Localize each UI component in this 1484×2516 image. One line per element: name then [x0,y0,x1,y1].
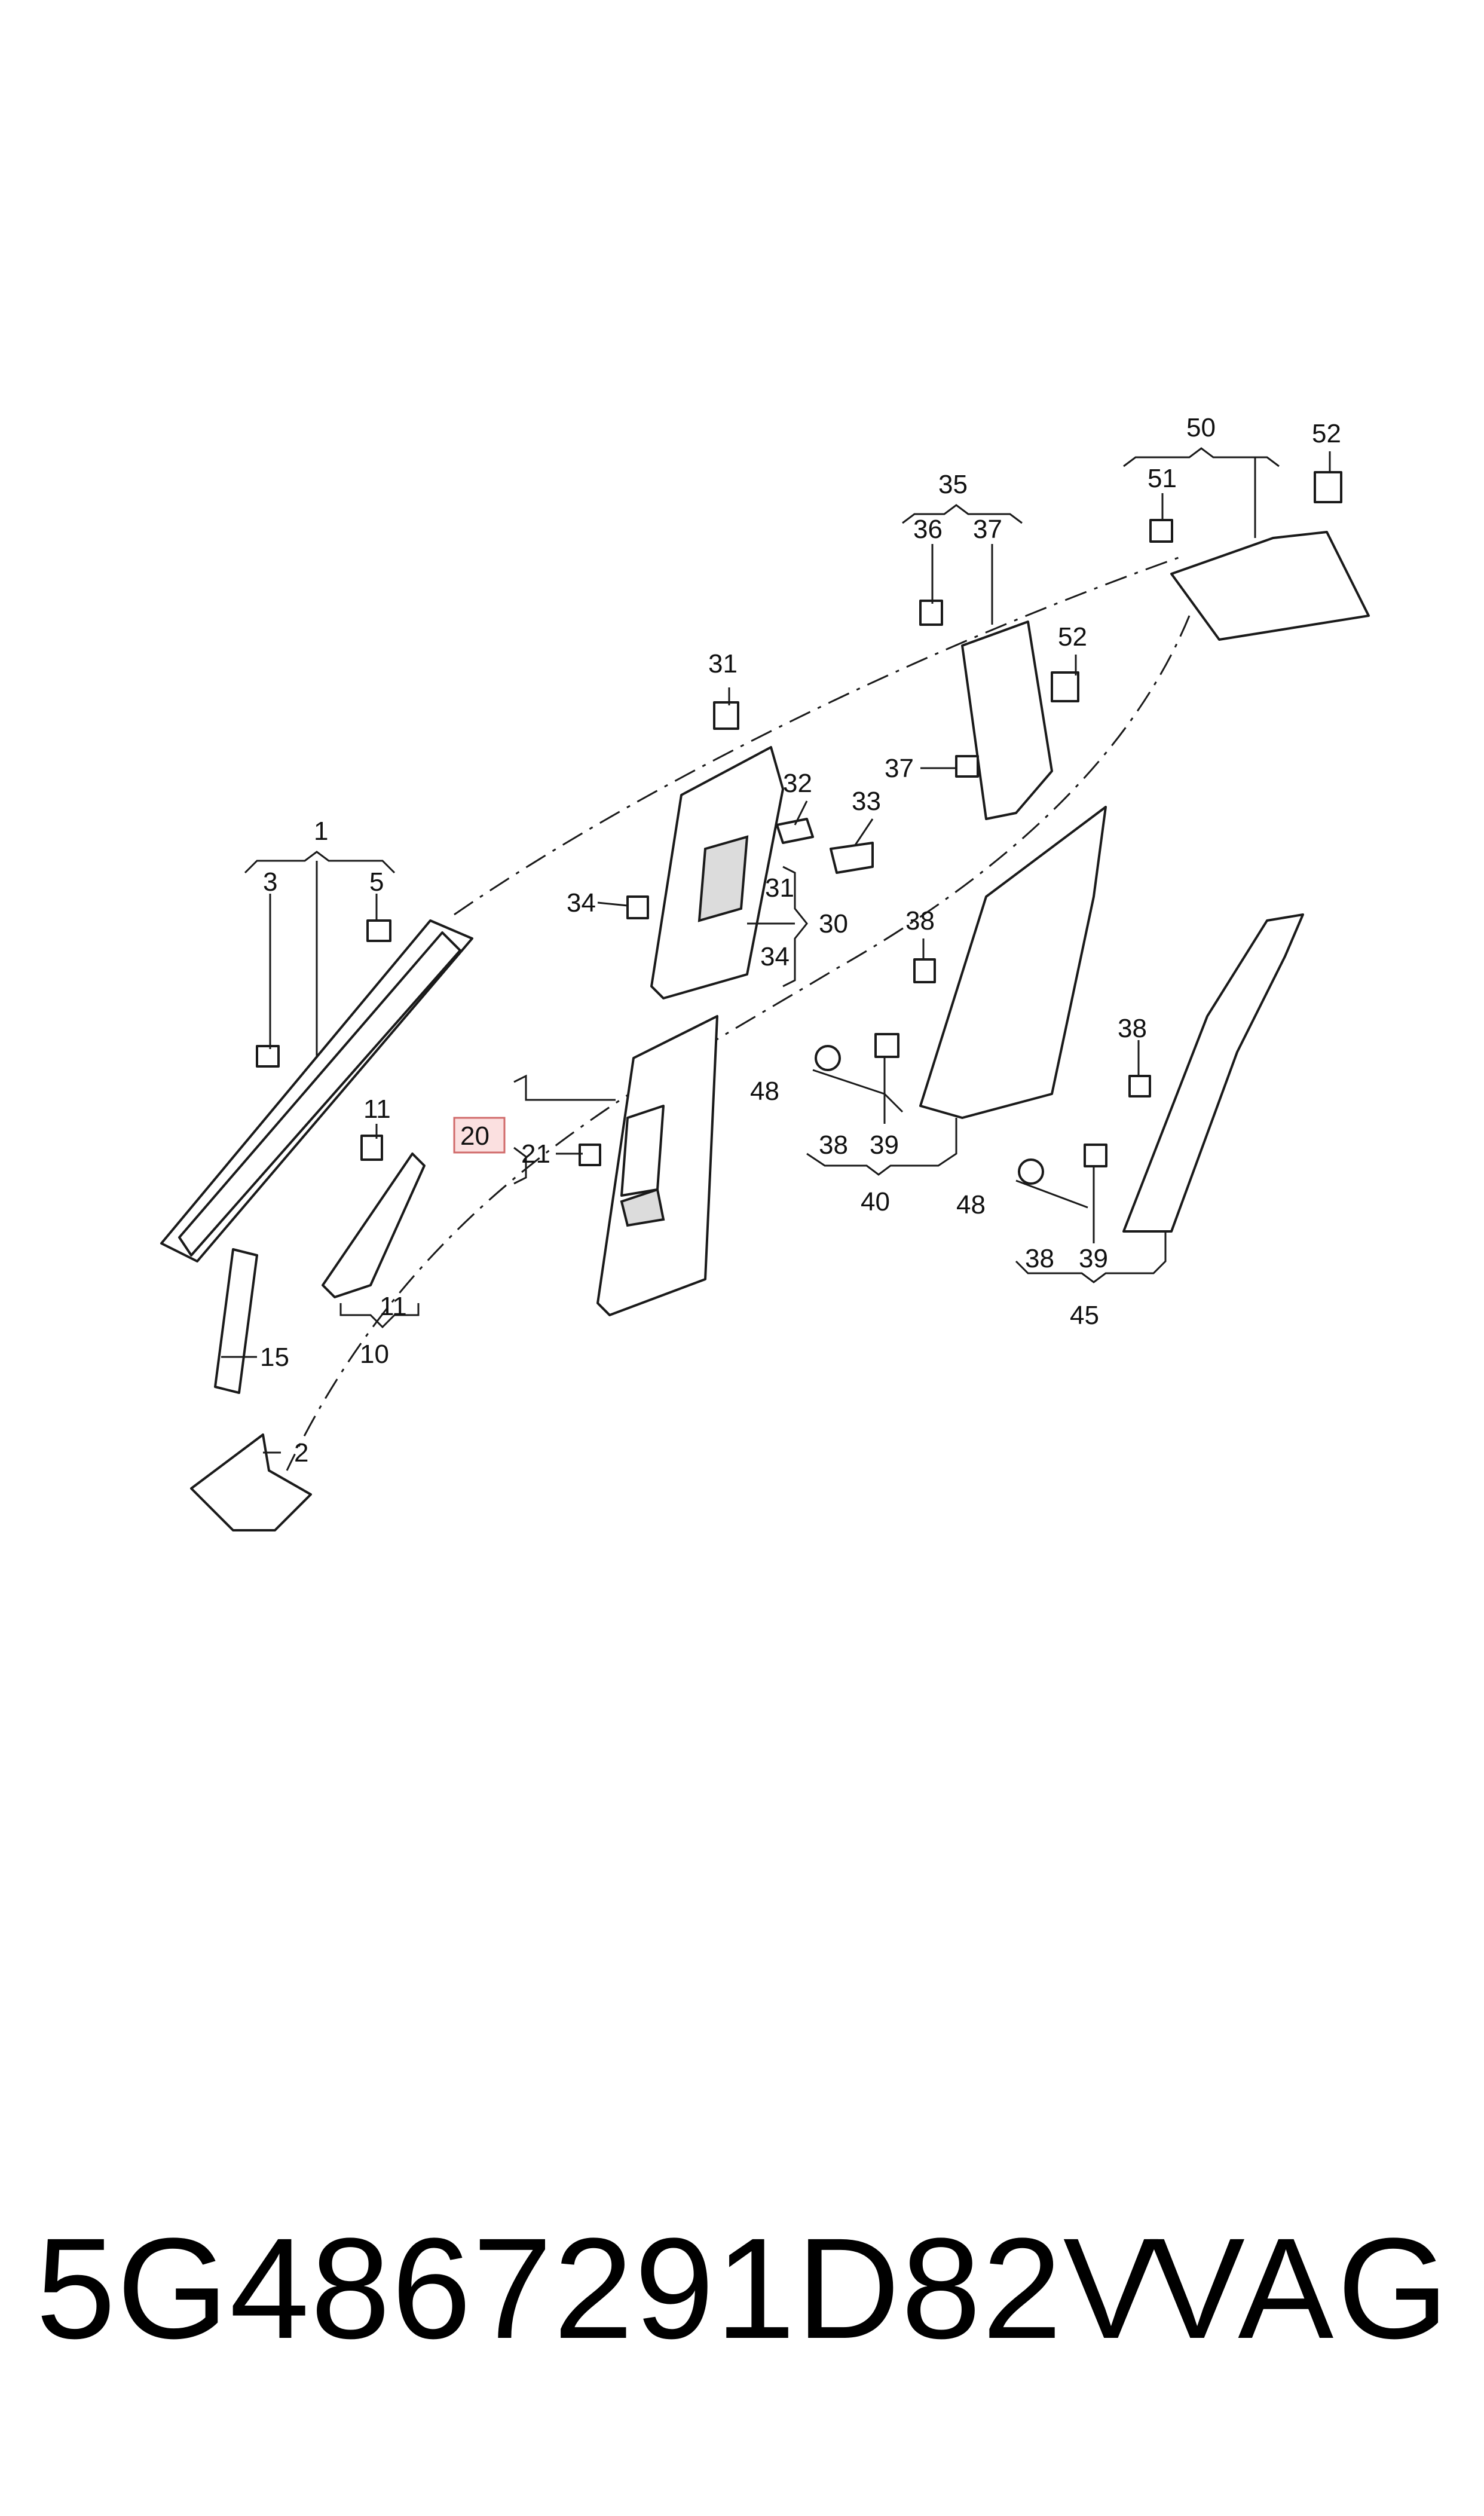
callout-40: 40 [861,1187,890,1216]
callout-35: 35 [938,470,968,499]
callout-37b: 37 [885,754,914,783]
callout-32: 32 [783,769,812,798]
brand-label: VAG [1149,2208,1452,2368]
callout-11b: 11 [380,1292,407,1321]
clip-5 [366,919,391,942]
callout-48b: 48 [956,1190,986,1219]
c-pillar-lower-trim-40 [919,806,1107,1119]
callout-38d: 38 [1025,1244,1054,1273]
clip-51 [1149,519,1173,543]
clip-39b [1084,1144,1107,1167]
leader-lines [221,447,1331,1454]
callout-20: 20 [460,1121,489,1151]
clip-11 [360,1135,383,1161]
callout-48a: 48 [750,1077,779,1106]
callout-51: 51 [1148,464,1177,493]
clip-52b [1051,671,1079,702]
rear-trim-50 [1170,531,1370,641]
callout-50: 50 [1186,413,1216,442]
sill-trim-2 [190,1433,312,1531]
footer: 5G4867291D82V VAG [36,2206,1452,2368]
callout-36: 36 [913,515,943,544]
housing-10 [322,1152,426,1298]
callout-31a: 31 [708,649,738,678]
b-pillar-lower-trim-20 [596,1015,718,1316]
callout-45: 45 [1070,1301,1099,1330]
grommet-48b [1018,1158,1044,1185]
callout-37a: 37 [973,515,1002,544]
callout-2: 2 [294,1438,308,1468]
callout-34b: 34 [760,942,790,971]
callout-5: 5 [369,867,384,897]
clip-31 [713,701,739,730]
clip-38a [913,958,936,983]
callout-3: 3 [263,867,277,897]
fasteners [256,471,1342,1185]
clip-21 [579,1144,601,1166]
b-pillar-upper-trim-30 [650,746,784,999]
screw-32 [776,818,814,844]
callout-33: 33 [852,787,881,816]
callout-38b: 38 [819,1130,848,1160]
callout-52a: 52 [1312,419,1341,448]
callout-30: 30 [819,909,848,938]
callout-39a: 39 [870,1130,899,1160]
clip-52a [1314,471,1342,503]
bracket-15 [214,1248,258,1394]
vehicle-outline-line [286,555,1191,1471]
grommet-48a [815,1045,841,1071]
part-number: 5G4867291D82V [36,2208,1160,2368]
callout-10: 10 [360,1340,389,1369]
callout-15: 15 [260,1343,289,1372]
callout-1: 1 [314,817,328,846]
callout-labels: 1 3 5 11 11 10 15 2 20 21 34 31 32 33 31… [260,413,1341,1468]
clip-36 [919,600,943,626]
cap-33 [830,842,874,874]
clip-34 [626,895,649,919]
callout-52b: 52 [1058,622,1087,652]
clip-39a [874,1033,899,1058]
callout-20-highlight [453,1117,506,1154]
callout-38a: 38 [905,906,935,936]
c-pillar-trim-35 [961,620,1053,820]
callout-11a: 11 [363,1095,391,1124]
clip-3 [256,1045,280,1068]
clip-38b [1128,1075,1151,1097]
d-pillar-trim-45 [1122,913,1304,1233]
callout-21: 21 [521,1139,550,1169]
callout-31b: 31 [765,873,794,903]
callout-34a: 34 [567,888,596,918]
callout-38c: 38 [1118,1014,1147,1043]
clip-37 [955,755,979,778]
callout-39b: 39 [1079,1244,1108,1273]
a-pillar-trim [160,919,473,1262]
